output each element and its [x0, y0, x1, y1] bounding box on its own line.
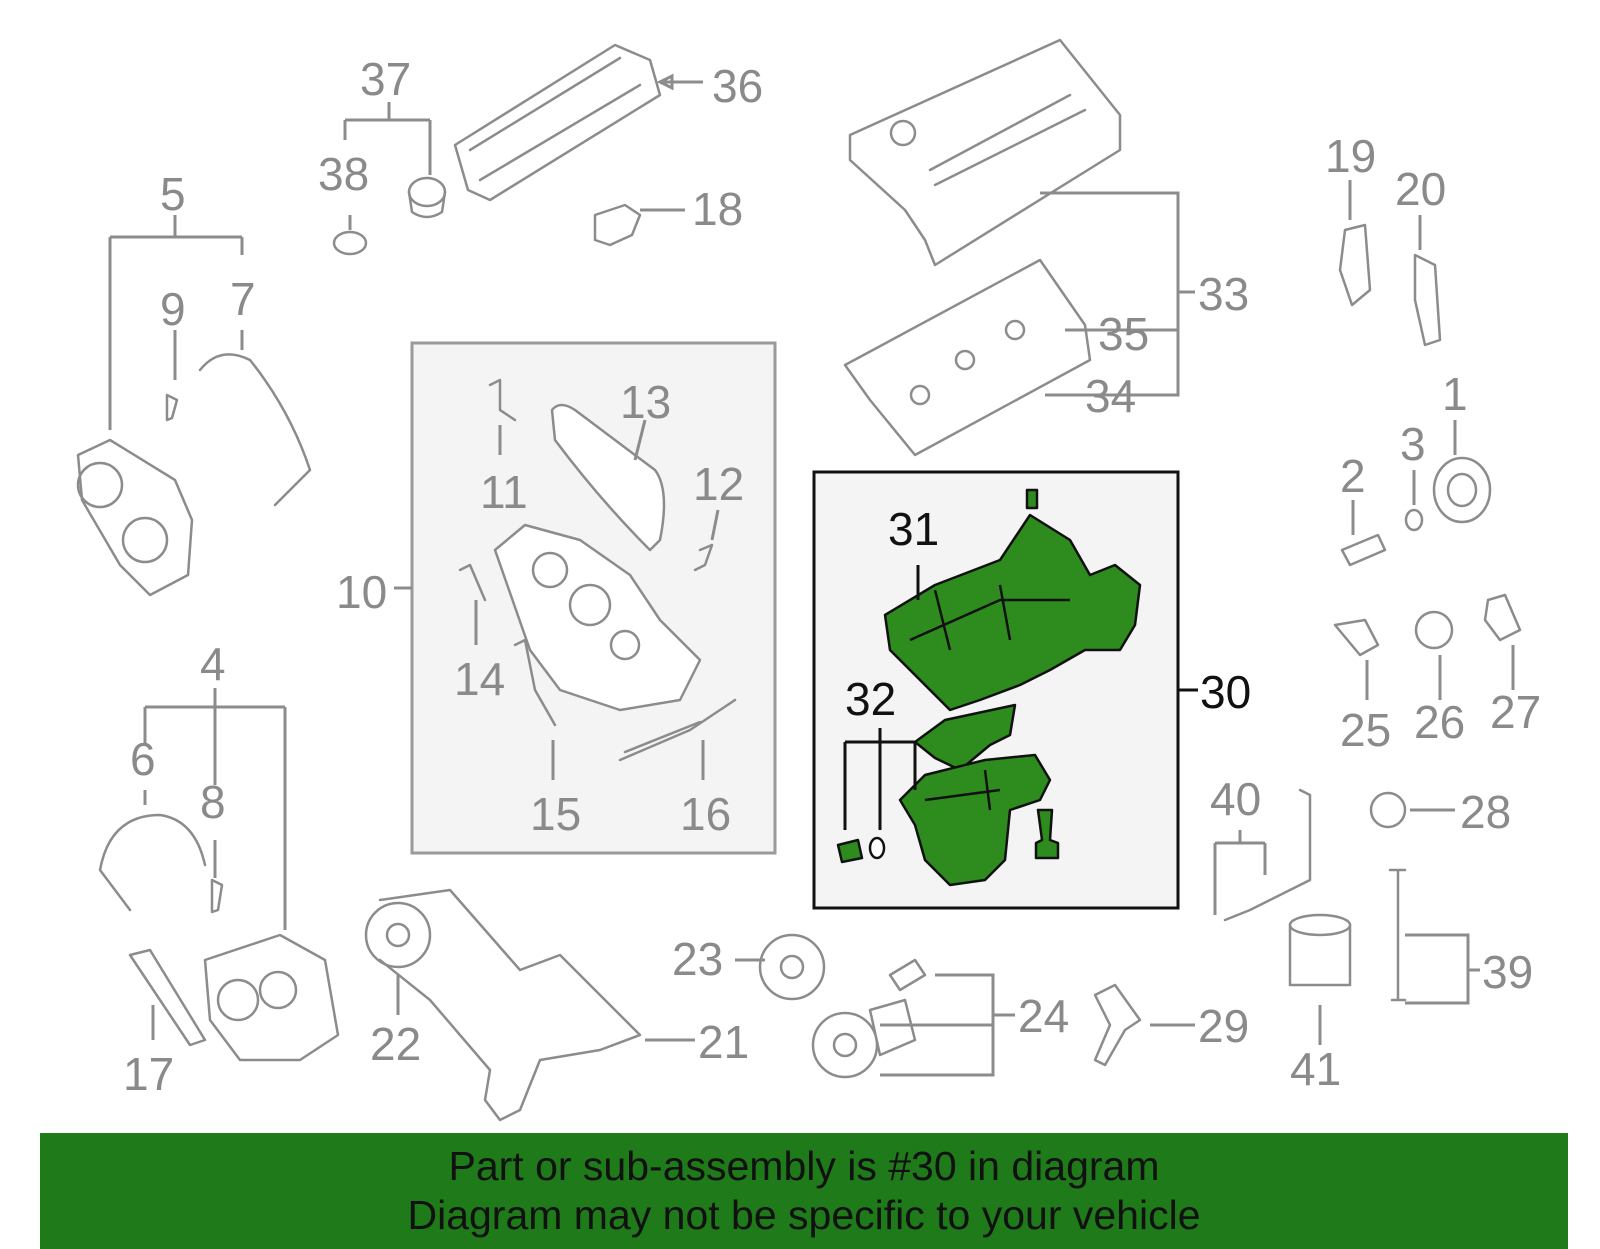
part-32-bolt [1034, 808, 1060, 860]
part-31-dowel [1025, 488, 1039, 510]
callout-6: 6 [130, 733, 156, 785]
callout-11: 11 [480, 466, 528, 518]
banner-line-1: Part or sub-assembly is #30 in diagram [448, 1143, 1160, 1189]
callout-27: 27 [1490, 686, 1541, 738]
callout-24: 24 [1018, 990, 1069, 1042]
info-banner: Part or sub-assembly is #30 in diagram D… [40, 1133, 1568, 1249]
part-32-lower-oil-pan [898, 753, 1052, 887]
part-1-pulley [1432, 456, 1492, 524]
callout-40: 40 [1210, 773, 1261, 825]
part-34-valve-cover-gasket [843, 258, 1092, 457]
callout-8: 8 [200, 776, 226, 828]
part-25-sensor [1333, 618, 1380, 657]
part-11-seal [488, 378, 517, 422]
part-19-bracket [1338, 223, 1372, 307]
part-10-timing-cover [493, 523, 702, 712]
callouts: 37 36 38 18 5 9 7 13 11 12 10 14 15 16 3… [123, 53, 1541, 1100]
callout-25: 25 [1340, 704, 1391, 756]
part-12-pin [693, 543, 714, 572]
part-18-sensor [593, 203, 642, 247]
part-9-clip [165, 393, 179, 422]
part-37-cap [407, 176, 447, 219]
part-36-cover [453, 43, 662, 202]
callout-20: 20 [1395, 163, 1446, 215]
callout-12: 12 [693, 458, 744, 510]
part-22-sprocket [364, 901, 432, 969]
part-28-bushing [1369, 791, 1407, 829]
callout-18: 18 [692, 183, 743, 235]
part-13-gasket [550, 403, 666, 552]
part-32-drain-plug [836, 838, 864, 864]
callout-22: 22 [370, 1018, 421, 1070]
part-2-bolt [1340, 533, 1387, 567]
callout-26: 26 [1414, 696, 1465, 748]
callout-17: 17 [123, 1048, 174, 1100]
part-27-bracket [1483, 593, 1522, 642]
part-26-bushing [1414, 610, 1454, 650]
part-31-upper-oil-pan [883, 513, 1142, 712]
callout-33: 33 [1198, 268, 1249, 320]
callout-34: 34 [1085, 370, 1136, 422]
callout-19: 19 [1325, 130, 1376, 182]
callout-28: 28 [1460, 786, 1511, 838]
callout-1: 1 [1442, 368, 1468, 420]
part-23-sprocket [758, 933, 826, 1001]
part-16-gasket [618, 698, 737, 762]
part-17-bracket [128, 948, 207, 1047]
callout-16: 16 [680, 788, 731, 840]
part-4-lower-cover [203, 933, 340, 1062]
part-40-tube [1223, 788, 1312, 922]
part-32-oil-pan-gasket [913, 703, 1017, 772]
callout-21: 21 [698, 1016, 749, 1068]
callout-5: 5 [160, 168, 186, 220]
callout-32: 32 [845, 673, 896, 725]
callout-23: 23 [672, 933, 723, 985]
part-39-dipstick [1388, 868, 1407, 1002]
callout-36: 36 [712, 60, 763, 112]
callout-3: 3 [1400, 418, 1426, 470]
callout-10: 10 [336, 566, 387, 618]
callout-13: 13 [620, 376, 671, 428]
part-21-timing-belt [378, 888, 642, 1122]
part-38-oring [332, 230, 368, 256]
callout-15: 15 [530, 788, 581, 840]
callout-29: 29 [1198, 1000, 1249, 1052]
callout-31: 31 [888, 503, 939, 555]
part-3-washer [1404, 508, 1424, 532]
callout-38: 38 [318, 148, 369, 200]
callout-4: 4 [200, 638, 226, 690]
callout-41: 41 [1290, 1043, 1341, 1095]
part-7-gasket [198, 353, 312, 507]
callout-14: 14 [454, 653, 505, 705]
part-5-timing-cover [76, 438, 194, 597]
part-6-gasket [98, 813, 207, 912]
callout-7: 7 [230, 273, 256, 325]
part-24-pump [811, 958, 927, 1079]
callout-35: 35 [1098, 308, 1149, 360]
part-41-oil-filter [1288, 913, 1352, 987]
part-30-oil-pan-assembly [836, 488, 1142, 887]
callout-2: 2 [1340, 450, 1366, 502]
part-33-cylinder-head [848, 38, 1122, 267]
part-20-bracket [1413, 253, 1442, 347]
parts-diagram: 37 36 38 18 5 9 7 13 11 12 10 14 15 16 3… [76, 38, 1541, 1122]
callout-37: 37 [360, 53, 411, 105]
callout-30: 30 [1200, 666, 1251, 718]
part-32-washer [868, 836, 886, 860]
part-8-clip [210, 878, 224, 914]
leader-lines [108, 73, 1515, 1077]
callout-39: 39 [1482, 946, 1533, 998]
part-29-bracket [1093, 983, 1142, 1067]
callout-9: 9 [160, 283, 186, 335]
banner-line-2: Diagram may not be specific to your vehi… [407, 1192, 1201, 1238]
part-14-seal [458, 563, 487, 602]
part-15-gasket [513, 638, 557, 727]
